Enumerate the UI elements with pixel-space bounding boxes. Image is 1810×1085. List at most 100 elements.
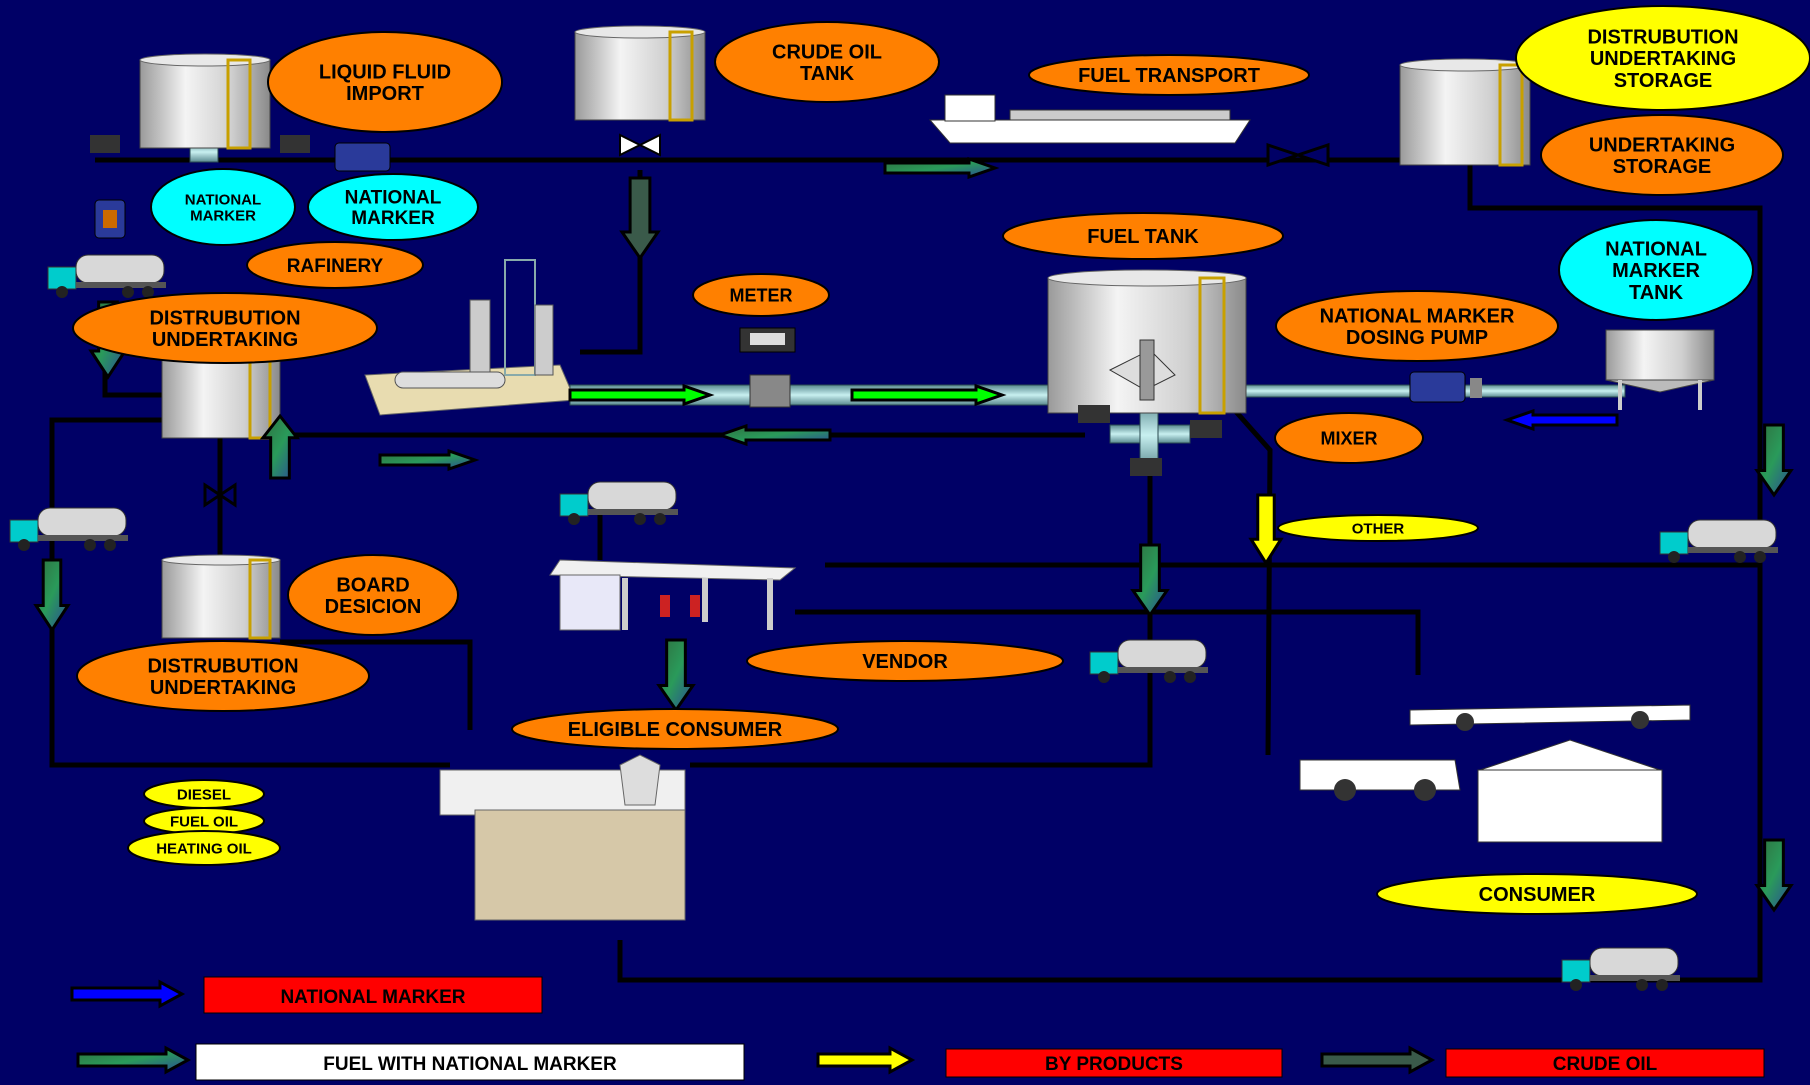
label-text-line: UNDERTAKING — [1590, 48, 1736, 70]
legend-byproduct-box — [945, 1048, 1283, 1078]
arrow-tank-back — [715, 423, 832, 447]
truck-bottom — [1561, 947, 1680, 991]
legend-fuel-box — [195, 1043, 745, 1081]
ship — [928, 94, 1251, 144]
label-text-line: TANK — [800, 63, 855, 85]
meter-label: METER — [692, 273, 830, 317]
arrow-marker-blue — [1502, 408, 1619, 432]
limousine — [1409, 704, 1691, 731]
valves-import — [90, 135, 310, 153]
label-text-line: METER — [730, 285, 793, 305]
gas-station — [549, 559, 797, 631]
label-text-line: MIXER — [1320, 428, 1377, 448]
arrow-to-ship — [883, 156, 1000, 180]
legend-crude-arrow — [1320, 1045, 1436, 1075]
legend-fuel-label: FUEL WITH NATIONAL MARKER — [323, 1054, 617, 1075]
label-text-line: DISTRUBUTION — [149, 307, 300, 329]
arrow-refinery-meter — [568, 383, 715, 407]
tank-fuel — [1047, 269, 1247, 415]
label-text-line: MARKER — [351, 208, 435, 229]
house — [1477, 739, 1663, 843]
label-text-line: FUEL TANK — [1087, 226, 1199, 248]
label-text-line: DISTRUBUTION — [1587, 27, 1738, 49]
label-text-line: RAFINERY — [287, 256, 384, 277]
label-text-line: NATIONAL — [345, 188, 442, 209]
pump-import-vertical — [94, 199, 126, 239]
tank-national-marker — [1605, 329, 1715, 410]
label-text-line: NATIONAL MARKER — [1320, 305, 1515, 327]
tank-import — [139, 53, 271, 150]
label-text-line: STORAGE — [1613, 156, 1712, 178]
meter — [739, 327, 796, 408]
label-text-line: MARKER — [1612, 260, 1700, 282]
valve-transport — [1266, 142, 1330, 168]
truck-import — [47, 254, 166, 298]
label-text-line: DOSING PUMP — [1346, 327, 1488, 349]
eligible-consumer-label: ELIGIBLE CONSUMER — [511, 708, 839, 750]
label-text-line: FUEL TRANSPORT — [1078, 65, 1260, 87]
tank-storage — [1399, 58, 1531, 167]
truck-right — [1659, 519, 1778, 563]
fuel-oil-label: FUEL OIL — [143, 807, 265, 835]
label-text-line: MARKER — [190, 208, 256, 225]
valves-fuel-tank — [1078, 405, 1222, 476]
legend: NATIONAL MARKER FUEL WITH NATIONAL MARKE… — [70, 976, 1765, 1081]
power-plant — [439, 754, 686, 921]
consumer-label: CONSUMER — [1376, 873, 1698, 915]
arrow-board-up — [259, 413, 301, 480]
valve-crude — [619, 133, 661, 157]
arrow-crude-down — [619, 176, 661, 261]
legend-byproduct-label: BY PRODUCTS — [1045, 1054, 1183, 1075]
label-text-line: BOARD — [336, 574, 409, 596]
arrow-right-down-2 — [1754, 838, 1794, 913]
tank-crude-oil — [574, 25, 706, 122]
truck-left — [9, 507, 128, 551]
mixer-label: MIXER — [1274, 412, 1424, 464]
legend-national-marker-box — [203, 976, 543, 1014]
truck-vendor — [559, 481, 678, 525]
label-text-line: STORAGE — [1614, 70, 1713, 92]
pump-import — [334, 142, 391, 172]
car — [1299, 759, 1461, 801]
label-text-line: UNDERTAKING — [1589, 134, 1735, 156]
arrow-left-down — [33, 558, 71, 633]
pump-dosing — [1409, 371, 1482, 403]
label-text-line: DESICION — [325, 596, 422, 618]
legend-byproduct-arrow — [816, 1045, 916, 1075]
legend-marker-arrow — [70, 979, 186, 1009]
arrow-meter-tank — [850, 383, 1007, 407]
label-text-line: CONSUMER — [1479, 884, 1596, 906]
label-text-line: ELIGIBLE CONSUMER — [568, 719, 783, 741]
tank-distribution-top — [161, 358, 281, 440]
arrow-to-vendor-line — [378, 448, 480, 472]
label-text-line: UNDERTAKING — [152, 329, 298, 351]
arrow-right-down-1 — [1754, 423, 1794, 498]
legend-national-marker-label: NATIONAL MARKER — [280, 987, 465, 1008]
refinery — [364, 259, 576, 416]
rafinery-label: RAFINERY — [246, 241, 424, 289]
arrow-byproduct-down — [1248, 493, 1284, 566]
other-label: OTHER — [1277, 514, 1479, 542]
label-text-line: LIQUID FLUID — [319, 61, 451, 83]
label-text-line: TANK — [1629, 282, 1684, 304]
label-text-line: NATIONAL — [185, 191, 261, 208]
fuel-transport-label: FUEL TRANSPORT — [1028, 54, 1310, 96]
label-text-line: IMPORT — [346, 83, 424, 105]
fuel-tank-label: FUEL TANK — [1002, 212, 1284, 260]
arrow-vendor-down — [656, 638, 696, 713]
diesel-label: DIESEL — [143, 779, 265, 809]
label-text-line: DISTRUBUTION — [147, 655, 298, 677]
legend-crude-label: CRUDE OIL — [1553, 1054, 1658, 1075]
label-text-line: FUEL OIL — [170, 813, 238, 830]
label-text-line: NATIONAL — [1605, 239, 1707, 261]
vendor-label: VENDOR — [746, 640, 1064, 682]
